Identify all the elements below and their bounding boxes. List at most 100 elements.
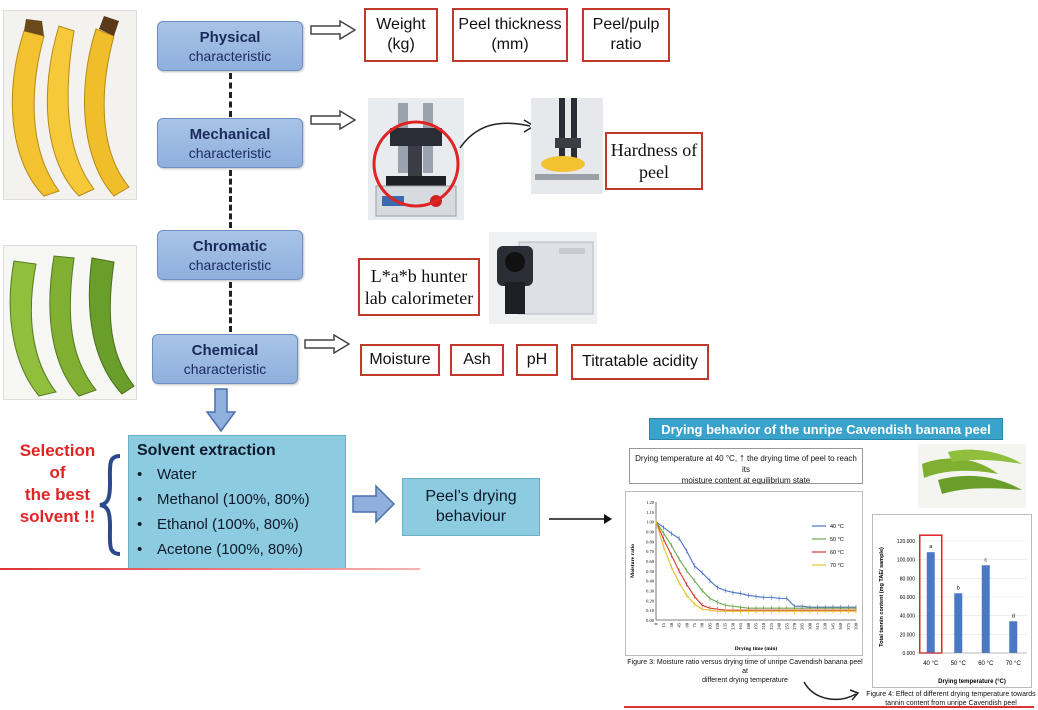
physical-characteristic-box: Physical characteristic [157, 21, 303, 71]
x-tick-label: 40 °C [923, 661, 939, 667]
peel-thickness-box: Peel thickness (mm) [452, 8, 568, 62]
x-tick-label: 45 [677, 622, 682, 627]
mechanical-title: Mechanical [189, 125, 271, 143]
x-tick-label: 285 [800, 622, 805, 630]
bar-letter-label: d [1012, 613, 1015, 619]
y-tick-label: 1.00 [646, 520, 655, 525]
y-axis-label: Moisture ratio [630, 544, 636, 578]
bullet-icon: • [137, 516, 143, 533]
ph-label: pH [526, 351, 548, 368]
bar-chart-svg: 0.00020.00040.00060.00080.000100.000120.… [879, 534, 1027, 685]
hardness-test-photo [531, 98, 603, 194]
weight-unit: (kg) [387, 36, 415, 53]
x-tick-label: 70 °C [1006, 661, 1022, 667]
bar [954, 593, 963, 653]
calorimeter-label-1: L*a*b hunter [370, 266, 468, 286]
moisture-box: Moisture [360, 344, 440, 376]
lab-calorimeter-box: L*a*b hunter lab calorimeter [358, 258, 480, 316]
y-tick-label: 60.000 [900, 595, 916, 601]
list-item: •Water [137, 462, 337, 487]
note-line-1a: Drying temperature at 40 °C, [635, 454, 738, 463]
y-tick-label: 120.000 [897, 539, 915, 545]
solvent-item: Methanol (100%, 80%) [157, 491, 310, 508]
peel-pulp-label: Peel/pulp [592, 16, 660, 33]
colorimeter-photo [489, 232, 597, 324]
x-tick-label: 360 [838, 622, 843, 630]
x-tick-label: 60 °C [978, 661, 994, 667]
curved-arrow-icon [459, 119, 536, 149]
y-tick-label: 0.30 [646, 589, 655, 594]
bar-letter-label: c [984, 557, 987, 563]
moisture-label: Moisture [369, 351, 431, 368]
y-tick-label: 0.20 [646, 598, 655, 603]
figure-3-caption: Figure 3: Moisture ratio versus drying t… [625, 658, 865, 685]
caption-3-line-2: different drying temperature [702, 677, 788, 684]
figure-4-caption: Figure 4: Effect of different drying tem… [866, 690, 1036, 708]
ash-label: Ash [463, 351, 491, 368]
titratable-acidity-label: Titratable acidity [582, 353, 698, 370]
x-tick-label: 30 [669, 622, 674, 627]
y-tick-label: 0.80 [646, 539, 655, 544]
x-tick-label: 240 [777, 622, 782, 630]
ripe-banana-photo [3, 10, 137, 200]
list-item: • Methanol (100%, 80%) [137, 487, 337, 512]
chemical-subtitle: characteristic [183, 360, 267, 377]
solvent-title: Solvent extraction [137, 442, 276, 459]
chromatic-title: Chromatic [192, 237, 268, 255]
caption-4-line-2: tannin content from unripe Cavendish pee… [885, 700, 1017, 707]
up-arrow-icon: ↑ [739, 452, 745, 464]
y-axis-label: Total tannin content (mg TAE/ sample) [879, 547, 885, 647]
selection-line-1: Selection of [19, 441, 96, 482]
titratable-acidity-box: Titratable acidity [571, 344, 709, 380]
chemical-characteristic-box: Chemical characteristic [152, 334, 298, 384]
x-tick-label: 150 [730, 622, 735, 630]
physical-subtitle: characteristic [188, 47, 272, 64]
x-tick-label: 50 °C [951, 661, 967, 667]
note-line-1b: the drying time of peel to reach its [742, 454, 857, 474]
x-tick-label: 390 [854, 622, 859, 630]
list-item: •Acetone (100%, 80%) [137, 537, 337, 562]
y-tick-label: 20.000 [900, 632, 916, 638]
peel-thickness-label: Peel thickness [458, 16, 562, 33]
chemical-title: Chemical [191, 341, 259, 359]
calorimeter-label-2: lab calorimeter [364, 288, 474, 308]
mechanical-characteristic-box: Mechanical characteristic [157, 118, 303, 168]
bar [1009, 621, 1018, 653]
x-tick-label: 330 [823, 622, 828, 630]
caption-3-line-1: Figure 3: Moisture ratio versus drying t… [627, 659, 863, 675]
list-item: •Ethanol (100%, 80%) [137, 512, 337, 537]
x-tick-label: 135 [723, 622, 728, 630]
note-line-2: moisture content at equilibrium state [681, 476, 811, 485]
weight-label: Weight [376, 16, 426, 33]
solvent-list: •Water • Methanol (100%, 80%) •Ethanol (1… [137, 462, 337, 562]
blue-right-arrow-icon [352, 484, 396, 524]
peel-pulp-unit: ratio [610, 36, 642, 53]
y-tick-label: 1.20 [646, 500, 655, 505]
peel-slices-photo [918, 444, 1026, 508]
bullet-icon: • [137, 466, 143, 483]
y-tick-label: 1.10 [646, 510, 655, 515]
right-arrow-icon [549, 514, 612, 524]
x-tick-label: 255 [784, 622, 789, 630]
texture-analyser-photo [368, 98, 464, 220]
curly-brace-icon [99, 454, 121, 556]
x-axis-label: Drying time (min) [735, 645, 778, 652]
y-tick-label: 0.90 [646, 530, 655, 535]
bullet-icon: • [137, 491, 143, 508]
bullet-icon: • [137, 541, 143, 558]
x-axis-label: Drying temperature (°C) [938, 679, 1006, 685]
line-chart-svg: 0.000.100.200.300.400.500.600.700.800.90… [630, 500, 859, 652]
x-tick-label: 345 [830, 622, 835, 630]
drying-note: Drying temperature at 40 °C, ↑ the dryin… [629, 448, 863, 485]
hollow-right-arrow-icon [310, 110, 356, 130]
peel-pulp-ratio-box: Peel/pulp ratio [582, 8, 670, 62]
selection-text: Selection of the best solvent !! [10, 440, 105, 528]
x-tick-label: 210 [761, 622, 766, 630]
drying-label-1: Peel’s drying [425, 488, 517, 505]
x-tick-label: 120 [715, 622, 720, 630]
ash-box: Ash [450, 344, 504, 376]
hardness-label-2: peel [639, 162, 669, 182]
unripe-banana-photo [3, 245, 137, 400]
physical-title: Physical [199, 28, 261, 46]
